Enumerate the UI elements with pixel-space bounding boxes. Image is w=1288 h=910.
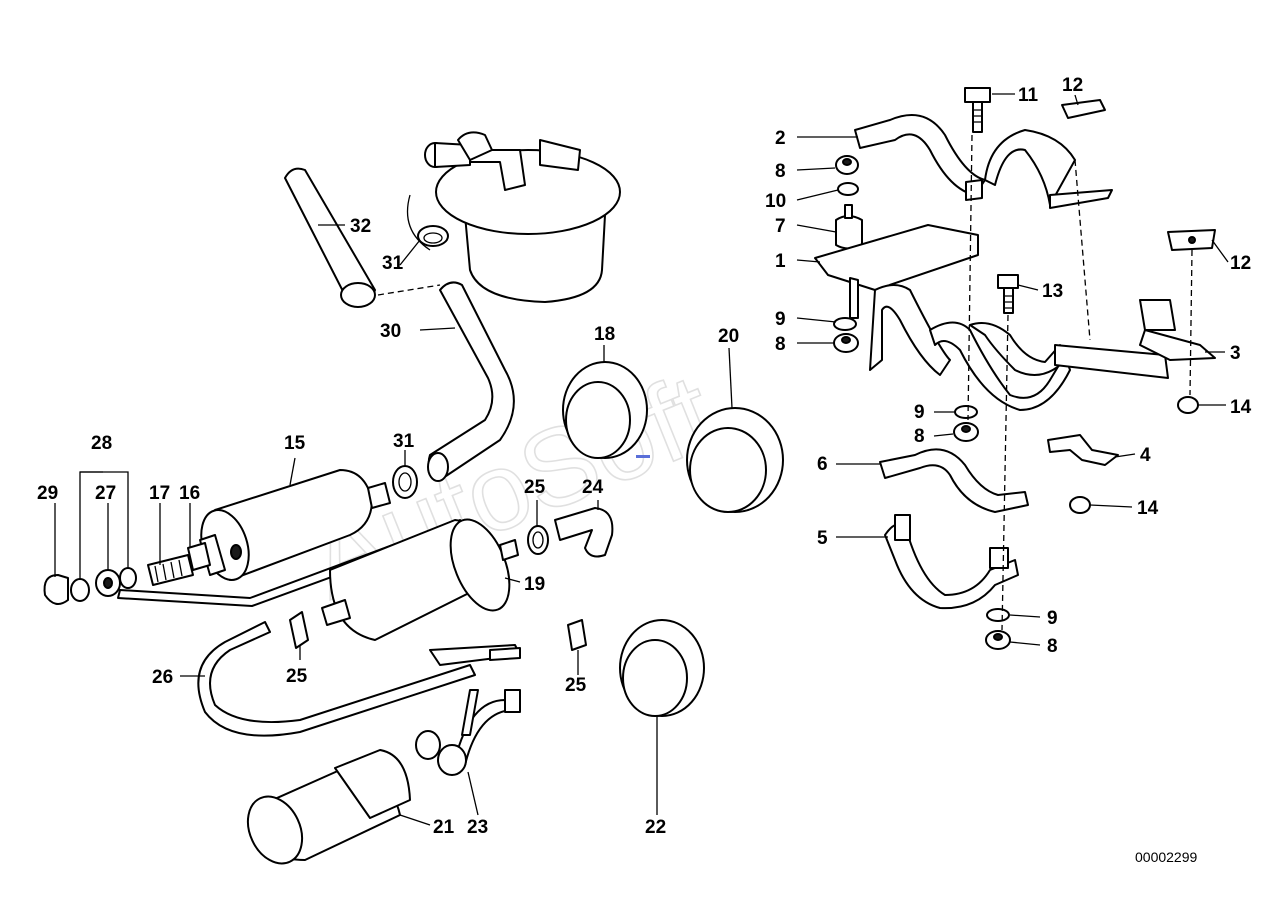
washer-27-28 (70, 567, 137, 602)
callout-23: 23 (467, 817, 488, 838)
callout-28: 28 (91, 433, 112, 454)
callout-6: 6 (817, 454, 828, 475)
ring-22 (619, 619, 705, 717)
callout-1: 1 (775, 251, 786, 272)
fuel-filter-19 (321, 518, 519, 641)
callout-8-top: 8 (775, 161, 786, 182)
bracket-3 (1139, 299, 1216, 361)
callout-24: 24 (582, 477, 604, 498)
fuel-tank-sender (406, 131, 621, 303)
callout-12-top: 12 (1062, 75, 1083, 96)
callout-9-bottom: 9 (1047, 608, 1058, 629)
callout-4: 4 (1140, 445, 1151, 466)
callout-15: 15 (284, 433, 306, 454)
washer-9-bottom (986, 608, 1010, 622)
hose-32 (284, 167, 376, 308)
callout-8-bottom: 8 (1047, 636, 1058, 657)
callout-18: 18 (594, 324, 615, 345)
callout-12-right: 12 (1230, 253, 1251, 274)
callout-22: 22 (645, 817, 666, 838)
hose-24 (554, 507, 614, 558)
callout-19: 19 (524, 574, 545, 595)
callout-16: 16 (179, 483, 200, 504)
callout-25-a: 25 (524, 477, 546, 498)
callout-9-mid: 9 (914, 402, 925, 423)
callout-labels: 1 2 3 4 5 6 7 8 8 8 8 9 9 9 10 11 12 12 … (37, 75, 1252, 838)
callout-9-left: 9 (775, 309, 786, 330)
callout-29: 29 (37, 483, 58, 504)
callout-8-left: 8 (775, 334, 786, 355)
hose-26 (197, 621, 521, 737)
callout-21: 21 (433, 817, 455, 838)
clip-4 (1047, 434, 1119, 466)
washer-9-mid (954, 405, 978, 419)
nut-8-bottom (985, 630, 1011, 650)
callout-8-mid: 8 (914, 426, 925, 447)
cap-nut-29 (43, 574, 69, 605)
clip-12-top (1061, 99, 1106, 119)
nut-14-right (1177, 396, 1199, 414)
callout-17: 17 (149, 483, 170, 504)
strap-assembly (869, 284, 1169, 411)
bolt-11 (964, 87, 991, 133)
clamp-25-c (567, 619, 587, 651)
callout-14-right: 14 (1230, 397, 1252, 418)
fitting-16 (187, 542, 211, 571)
callout-25-c: 25 (565, 675, 587, 696)
nut-14-lower (1069, 496, 1091, 514)
callout-2: 2 (775, 128, 786, 149)
strap-6 (879, 448, 1029, 513)
nut-8-mid (953, 422, 979, 442)
clip-12-right (1167, 229, 1216, 251)
clamp-25-a (527, 525, 549, 555)
clamp-25-b (289, 611, 309, 649)
callout-27: 27 (95, 483, 116, 504)
blue-marker (636, 455, 650, 458)
bracket-plate-1 (814, 224, 979, 319)
mount-7 (835, 204, 863, 250)
washer-10 (837, 182, 859, 196)
callout-31-mid: 31 (393, 431, 415, 452)
fuel-pump-21 (246, 730, 467, 865)
callout-5: 5 (817, 528, 828, 549)
document-number: 00002299 (1135, 849, 1198, 865)
callout-20: 20 (718, 326, 739, 347)
ring-18 (562, 361, 648, 459)
callout-26: 26 (152, 667, 173, 688)
fitting-17 (147, 554, 194, 586)
callout-30: 30 (380, 321, 401, 342)
ring-20 (686, 407, 784, 513)
nut-8-left (833, 333, 859, 353)
clamp-31-mid (392, 465, 418, 499)
nut-8-top (835, 155, 859, 175)
callout-11: 11 (1018, 85, 1039, 106)
strap-5 (884, 514, 1019, 610)
callout-13: 13 (1042, 281, 1063, 302)
leader-lines (54, 93, 1229, 826)
callout-3: 3 (1230, 343, 1241, 364)
clamp-31-top (417, 225, 449, 247)
hose-30 (427, 281, 515, 482)
callout-25-b: 25 (286, 666, 308, 687)
callout-14-lower: 14 (1137, 498, 1159, 519)
washer-9-left (833, 317, 857, 331)
callout-31-top: 31 (382, 253, 404, 274)
strap-2 (854, 114, 1113, 209)
callout-7: 7 (775, 216, 786, 237)
callout-32: 32 (350, 216, 371, 237)
line-23 (454, 689, 521, 766)
bolt-13 (997, 274, 1019, 314)
callout-10: 10 (765, 191, 786, 212)
